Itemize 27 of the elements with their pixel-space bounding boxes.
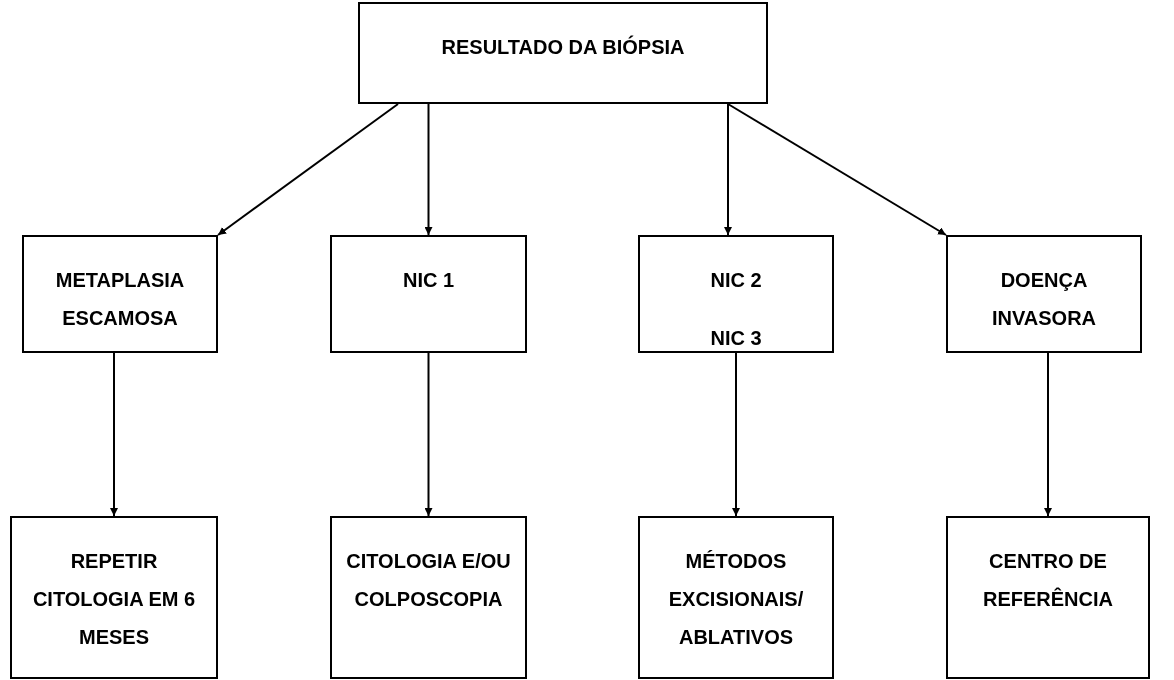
process-box xyxy=(22,235,218,353)
arrow xyxy=(724,103,732,236)
arrow xyxy=(424,352,433,517)
process-box xyxy=(10,516,218,679)
box-label: DOENÇA INVASORA xyxy=(990,268,1098,331)
box-label: REPETIR CITOLOGIA EM 6 MESES xyxy=(31,549,197,650)
arrow xyxy=(110,352,118,517)
arrow xyxy=(217,103,399,236)
process-box xyxy=(946,516,1150,679)
box-label: CENTRO DE REFERÊNCIA xyxy=(982,549,1114,612)
arrow xyxy=(1044,352,1052,517)
box-label: METAPLASIA ESCAMOSA xyxy=(54,268,186,331)
process-box xyxy=(330,235,527,353)
arrow xyxy=(727,103,947,236)
arrow xyxy=(424,103,433,236)
box-label: NIC 1 xyxy=(402,268,455,293)
box-label: NIC 2 xyxy=(710,268,762,293)
box-label: CITOLOGIA E/OU COLPOSCOPIA xyxy=(345,549,512,612)
process-box xyxy=(946,235,1142,353)
process-box xyxy=(638,235,834,353)
box-label: RESULTADO DA BIÓPSIA xyxy=(441,34,685,60)
arrow xyxy=(732,352,740,517)
box-label: NIC 3 xyxy=(710,326,762,351)
process-box xyxy=(638,516,834,679)
box-label: MÉTODOS EXCISIONAIS/ ABLATIVOS xyxy=(667,549,805,650)
process-box xyxy=(358,2,768,104)
process-box xyxy=(330,516,527,679)
